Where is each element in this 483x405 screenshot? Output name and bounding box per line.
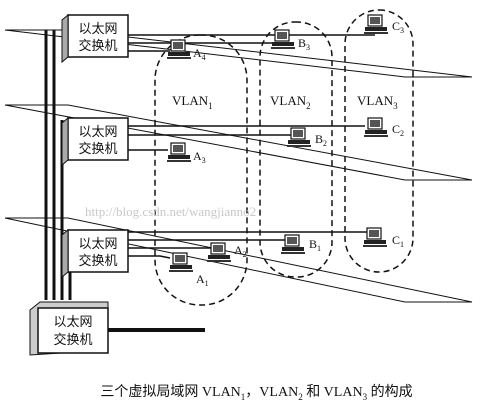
switch-label-line2: 交换机 (78, 38, 117, 54)
computer-icon (363, 14, 389, 35)
vlan1-label: VLAN1 (172, 93, 213, 111)
host-label-a1: A1 (196, 272, 209, 288)
vlan3-boundary (344, 9, 414, 273)
host-label-b3: B3 (298, 36, 310, 52)
switch-root: 以太网 交换机 (29, 301, 109, 356)
computer-icon (362, 227, 388, 248)
switch-label-line1: 以太网 (78, 237, 117, 252)
floor-1-cables (128, 231, 368, 259)
host-label-c1: C1 (392, 233, 404, 249)
computer-icon (206, 242, 232, 263)
computer-icon (168, 252, 194, 273)
switch-label-line1: 以太网 (78, 22, 117, 37)
computer-icon (270, 29, 296, 50)
host-label-b1: B1 (309, 237, 321, 253)
computer-icon (363, 117, 389, 138)
switch-label-line2: 交换机 (78, 141, 117, 157)
switch-floor-1: 以太网 交换机 (61, 228, 129, 279)
host-label-c2: C2 (392, 122, 404, 138)
vlan1-boundary (154, 34, 248, 306)
vlan2-label: VLAN2 (270, 93, 311, 111)
switch-label-line2: 交换机 (78, 253, 117, 269)
host-label-a3: A3 (193, 149, 206, 165)
computer-icon (286, 127, 312, 148)
watermark-text: http://blog.csdn.net/wangjianno2 (85, 204, 256, 219)
switch-floor-3: 以太网 交换机 (61, 13, 129, 64)
switch-label-line1: 以太网 (53, 315, 92, 330)
host-label-b2: B2 (315, 132, 327, 148)
switch-floor-2: 以太网 交换机 (61, 116, 129, 167)
floor-2-cables (128, 125, 365, 151)
floor-3-cables (128, 34, 375, 52)
vlan3-label: VLAN3 (357, 93, 398, 111)
switch-label-line2: 交换机 (53, 332, 92, 348)
switch-label-line1: 以太网 (78, 125, 117, 140)
vlan2-boundary (259, 21, 333, 278)
host-label-a2: A2 (234, 243, 247, 259)
host-label-c3: C3 (392, 19, 404, 35)
computer-icon (166, 142, 192, 163)
host-label-a4: A4 (193, 46, 206, 62)
computer-icon (280, 234, 306, 255)
figure-caption: 三个虚拟局域网 VLAN1，VLAN2 和 VLAN3 的构成 (100, 385, 413, 402)
vlan-boundaries (154, 9, 414, 306)
